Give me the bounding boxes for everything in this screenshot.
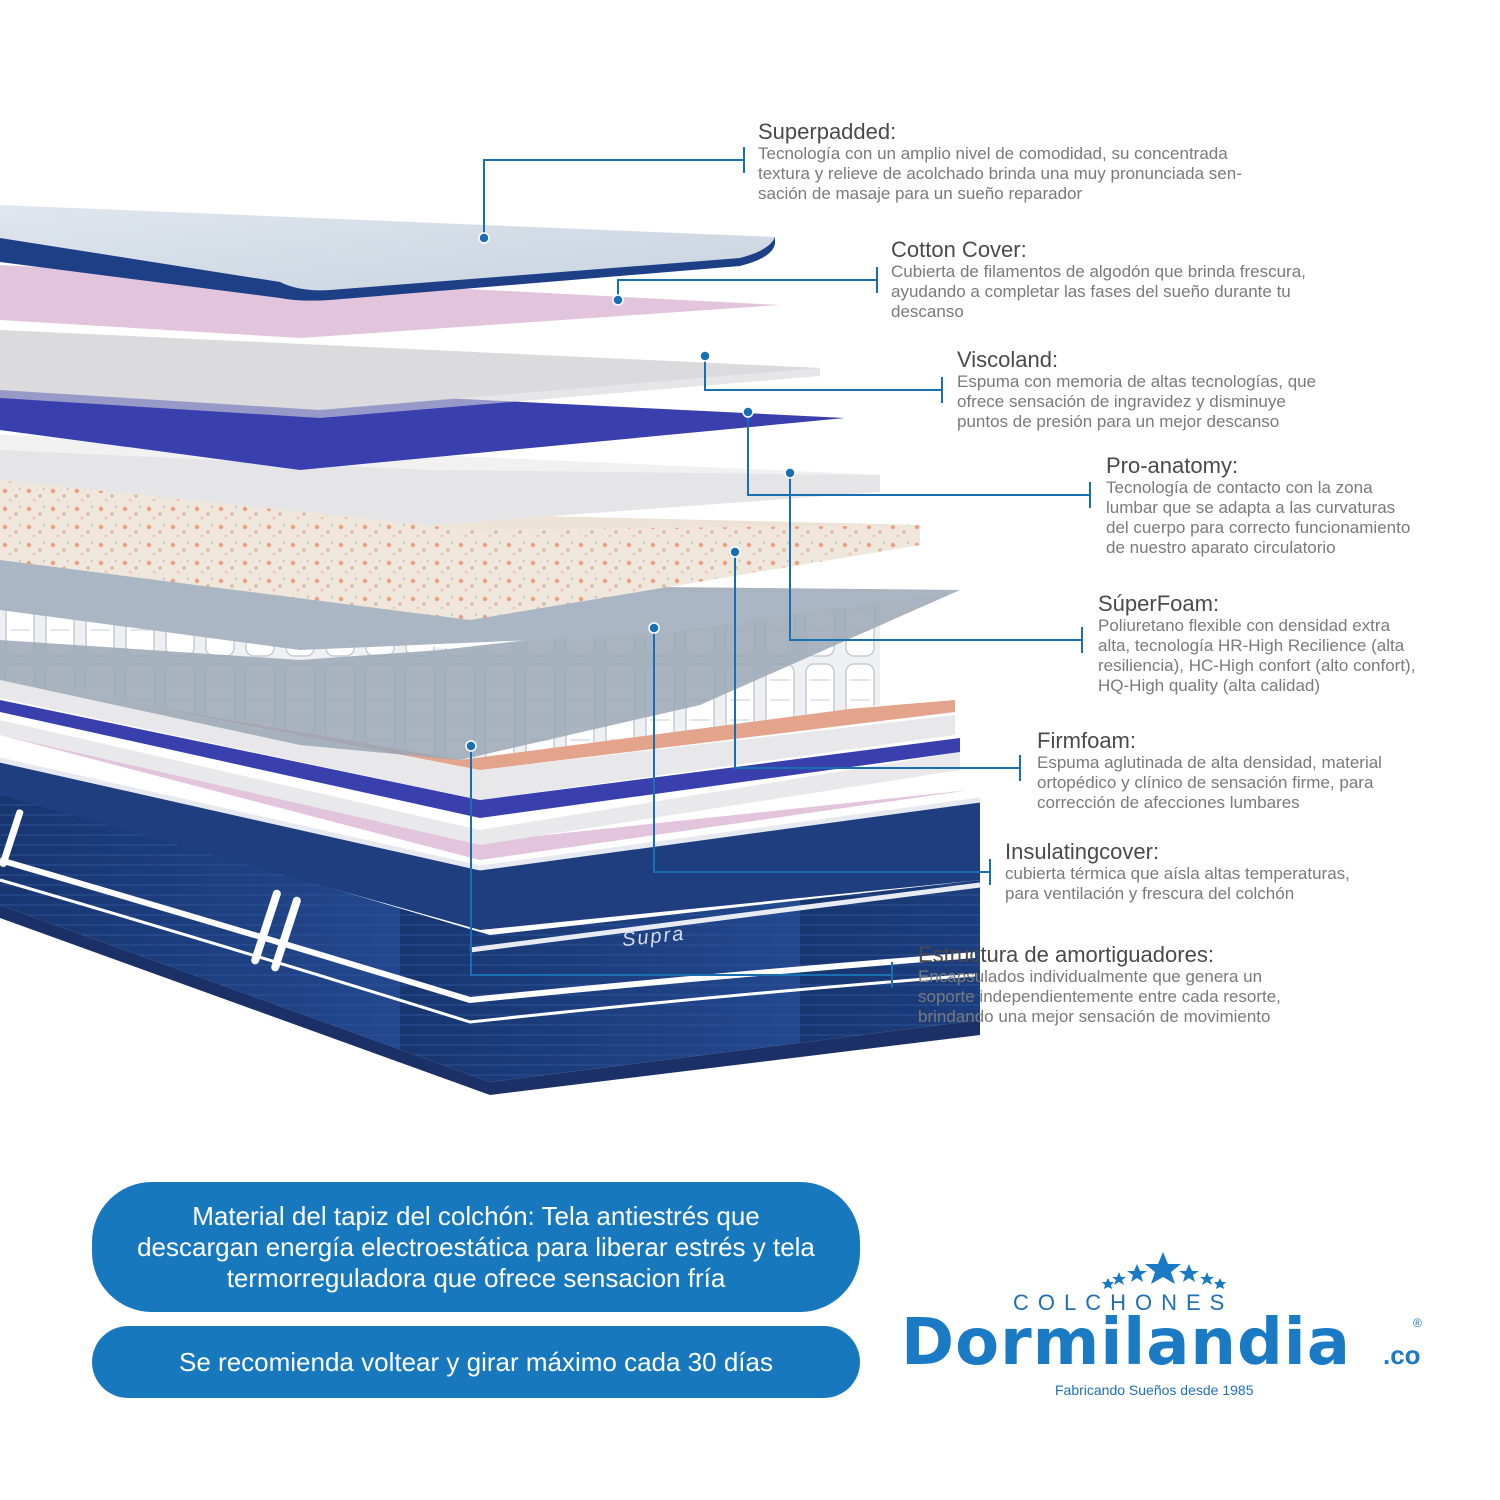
cotton-cover-title: Cotton Cover: bbox=[891, 237, 1027, 262]
superfoam-line-2: alta, tecnología HR-High Recilience (alt… bbox=[1098, 636, 1405, 655]
superpadded-line-1: Tecnología con un amplio nivel de comodi… bbox=[758, 144, 1228, 163]
viscoland-line-3: puntos de presión para un mejor descanso bbox=[957, 412, 1280, 431]
viscoland-line-1: Espuma con memoria de altas tecnologías,… bbox=[957, 372, 1317, 391]
viscoland-grey-layer bbox=[0, 330, 820, 418]
estructura-title: Estructura de amortiguadores: bbox=[918, 942, 1214, 967]
mattress-layers-illustration bbox=[0, 147, 1091, 1095]
superpadded-label: Superpadded: Tecnología con un amplio ni… bbox=[758, 120, 1242, 204]
viscoland-title: Viscoland: bbox=[957, 347, 1059, 372]
firmfoam-title: Firmfoam: bbox=[1037, 728, 1136, 753]
superfoam-leader-dot bbox=[784, 467, 796, 479]
cotton-cover-line-2: ayudando a completar las fases del sueño… bbox=[891, 282, 1291, 301]
viscoland-label: Viscoland: Espuma con memoria de altas t… bbox=[957, 348, 1316, 432]
firmfoam-label: Firmfoam: Espuma aglutinada de alta dens… bbox=[1037, 729, 1382, 813]
superfoam-title: SúperFoam: bbox=[1098, 591, 1220, 616]
flip-recommendation-pill: Se recomienda voltear y girar máximo cad… bbox=[92, 1326, 860, 1398]
superfoam-line-4: HQ-High quality (alta calidad) bbox=[1098, 676, 1321, 695]
superpadded-line-3: sación de masaje para un sueño reparador bbox=[758, 184, 1083, 203]
superfoam-label: SúperFoam: Poliuretano flexible con dens… bbox=[1098, 592, 1415, 696]
proanatomy-line-2: lumbar que se adapta a las curvaturas bbox=[1106, 498, 1396, 517]
insulating-line-2: para ventilación y frescura del colchón bbox=[1005, 884, 1295, 903]
superpadded-line-2: textura y relieve de acolchado brinda un… bbox=[758, 164, 1242, 183]
firmfoam-leader-line bbox=[734, 552, 1020, 769]
logo-registered-mark: ® bbox=[1413, 1316, 1422, 1330]
firmfoam-line-2: ortopédico y clínico de sensación firme,… bbox=[1037, 773, 1374, 792]
estructura-line-3: brindando una mejor sensación de movimie… bbox=[918, 1007, 1271, 1026]
cotton-leader-line bbox=[617, 279, 877, 300]
firmfoam-line-1: Espuma aglutinada de alta densidad, mate… bbox=[1037, 753, 1382, 772]
cotton-cover-label: Cotton Cover: Cubierta de filamentos de … bbox=[891, 238, 1306, 322]
superpadded-title: Superpadded: bbox=[758, 119, 897, 144]
proanatomy-leader-dot bbox=[742, 406, 754, 418]
logo-stars-icon bbox=[1102, 1252, 1226, 1289]
cotton-cover-line-3: descanso bbox=[891, 302, 964, 321]
superpadded-layer bbox=[0, 205, 775, 301]
estructura-label: Estructura de amortiguadores: Encapsulad… bbox=[918, 943, 1281, 1027]
leader-lines bbox=[465, 147, 1091, 988]
dormilandia-logo: COLCHONES Dormilandia ® .co Fabricando S… bbox=[895, 1250, 1455, 1400]
insulating-label: Insulatingcover: cubierta térmica que aí… bbox=[1005, 840, 1350, 904]
proanatomy-title: Pro-anatomy: bbox=[1106, 453, 1239, 478]
insulating-line-1: cubierta térmica que aísla altas tempera… bbox=[1005, 864, 1350, 883]
cotton-cover-line-1: Cubierta de filamentos de algodón que br… bbox=[891, 262, 1306, 281]
firmfoam-line-3: corrección de afecciones lumbares bbox=[1037, 793, 1300, 812]
estructura-leader-dot bbox=[465, 740, 477, 752]
superfoam-leader-line bbox=[789, 473, 1082, 641]
estructura-line-1: Encapsulados individualmente que genera … bbox=[918, 967, 1263, 986]
proanatomy-leader-line bbox=[747, 412, 1090, 496]
logo-tagline: Fabricando Sueños desde 1985 bbox=[1055, 1382, 1254, 1398]
estructura-line-2: soporte independientemente entre cada re… bbox=[918, 987, 1281, 1006]
superfoam-line-3: resiliencia), HC-High confort (alto conf… bbox=[1098, 656, 1416, 675]
material-info-pill: Material del tapiz del colchón: Tela ant… bbox=[92, 1182, 860, 1312]
proanatomy-line-3: del cuerpo para correcto funcionamiento bbox=[1106, 518, 1411, 537]
insulating-title: Insulatingcover: bbox=[1005, 839, 1160, 864]
superpadded-leader-line bbox=[483, 159, 744, 238]
proanatomy-label: Pro-anatomy: Tecnología de contacto con … bbox=[1106, 454, 1410, 558]
logo-colchones-text: COLCHONES bbox=[1013, 1290, 1234, 1315]
logo-domain: .co bbox=[1383, 1340, 1421, 1370]
viscoland-leader-line bbox=[704, 356, 942, 391]
logo-wordmark: Dormilandia bbox=[901, 1306, 1351, 1380]
insulating-leader-dot bbox=[648, 622, 660, 634]
viscoland-line-2: ofrece sensación de ingravidez y disminu… bbox=[957, 392, 1286, 411]
estructura-leader-line bbox=[470, 746, 892, 976]
superfoam-line-1: Poliuretano flexible con densidad extra bbox=[1098, 616, 1391, 635]
viscoland-leader-dot bbox=[699, 350, 711, 362]
superpadded-leader-dot bbox=[478, 232, 490, 244]
proanatomy-line-1: Tecnología de contacto con la zona bbox=[1106, 478, 1373, 497]
firmfoam-leader-dot bbox=[729, 546, 741, 558]
cotton-leader-dot bbox=[612, 294, 624, 306]
proanatomy-line-4: de nuestro aparato circulatorio bbox=[1106, 538, 1336, 557]
mattress-pillow-top bbox=[0, 757, 981, 930]
insulating-leader-line bbox=[653, 628, 990, 873]
